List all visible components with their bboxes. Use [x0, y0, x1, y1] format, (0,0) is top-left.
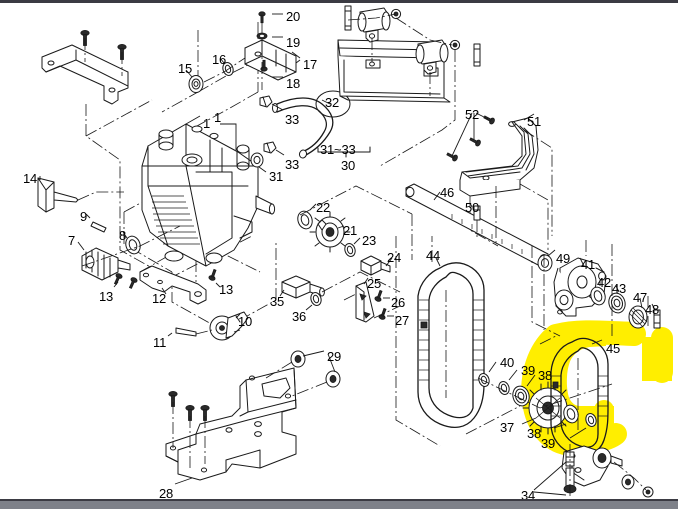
callout-label-45: 45: [606, 341, 621, 356]
svg-text:1: 1: [214, 110, 221, 125]
base-bracket-28: [165, 350, 341, 481]
washer-49: [537, 254, 553, 272]
callout-label-19: 19: [286, 35, 301, 50]
tensioner-34: [561, 444, 654, 500]
nut-29b: [325, 370, 341, 388]
callout-label-26: 26: [391, 295, 406, 310]
pin-50: [473, 205, 481, 221]
callout-label-28: 28: [159, 486, 174, 501]
callout-label-11: 11: [153, 335, 167, 350]
cam-10: [209, 311, 249, 341]
pin-9: [90, 221, 107, 233]
callout-label-18: 18: [286, 76, 301, 91]
washer-34b: [621, 474, 635, 490]
callout-label-29: 29: [327, 349, 342, 364]
callout-label-8: 8: [119, 228, 127, 243]
top-border: [0, 0, 678, 3]
callout-label-24: 24: [387, 250, 402, 265]
hose-32-assembly: [250, 95, 334, 168]
callout-label-20: 20: [286, 9, 301, 24]
callout-label-27: 27: [395, 313, 410, 328]
callout-label-33: 33: [285, 112, 300, 127]
fitting-24: [360, 255, 391, 276]
callout-label-23: 23: [362, 233, 377, 248]
roller-right: [415, 39, 449, 75]
upper-bracket-assembly: [41, 29, 129, 105]
seal-47: [628, 305, 648, 329]
callout-label-9: 9: [80, 209, 88, 224]
callout-label-31: 31: [269, 169, 284, 184]
callout-label-51: 51: [527, 114, 542, 129]
callout-label-47: 47: [633, 290, 648, 305]
callout-label-10: 10: [238, 314, 253, 329]
callout-label-46: 46: [440, 185, 455, 200]
pin-11: [175, 327, 197, 337]
callout-label-22: 22: [316, 200, 331, 215]
callout-label-21: 21: [343, 223, 358, 238]
callout-label-34: 34: [521, 488, 536, 503]
callout-label-1: 1: [203, 116, 211, 131]
callout-label-50: 50: [465, 200, 480, 215]
lever-12: [139, 265, 207, 305]
part-14-pin: [37, 177, 79, 213]
callout-label-44: 44: [426, 248, 441, 263]
sprocket-21: [309, 211, 351, 253]
chain-44: [417, 262, 485, 429]
callout-label-38: 38: [538, 368, 553, 383]
callout-label-37: 37: [500, 420, 515, 435]
nut-b: [449, 39, 461, 51]
plug-7: [81, 247, 131, 281]
callout-label-15: 15: [178, 61, 193, 76]
pin-48: [653, 309, 661, 329]
callout-label-36: 36: [292, 309, 307, 324]
callout-label-14: 14: [23, 171, 38, 186]
callout-label-25: 25: [367, 276, 382, 291]
callout-label-7: 7: [68, 233, 76, 248]
rail-assembly-top: [337, 5, 481, 167]
callout-label-39: 39: [541, 436, 556, 451]
callout-label-39: 39: [521, 363, 536, 378]
nut-29a: [290, 350, 306, 368]
chain-45: [550, 337, 609, 456]
callout-label-12: 12: [152, 291, 167, 306]
callout-label-13: 13: [219, 282, 234, 297]
link-25: [355, 281, 375, 323]
callout-label-40: 40: [500, 355, 515, 370]
callout-label-38: 38: [527, 426, 542, 441]
callout-label-16: 16: [212, 52, 227, 67]
callout-label-32: 32: [325, 95, 340, 110]
callout-label-35: 35: [270, 294, 285, 309]
callout-label-13: 13: [99, 289, 114, 304]
callout-label-52: 52: [465, 107, 480, 122]
callout-label-43: 43: [612, 281, 627, 296]
callout-label-48: 48: [645, 302, 660, 317]
bottom-border-line: [0, 499, 678, 501]
bushing-15: [188, 75, 204, 93]
sprocket-37: [522, 381, 574, 435]
roller-left: [357, 7, 391, 43]
callout-label-31_33: 31~33: [320, 142, 356, 157]
mount-plate-17-assembly: [244, 11, 297, 90]
callout-label-33: 33: [285, 157, 300, 172]
callout-label-17: 17: [303, 57, 318, 72]
callout-label-41: 41: [581, 257, 596, 272]
callout-label-49: 49: [556, 251, 571, 266]
callout-label-30: 30: [341, 158, 356, 173]
callout-label-42: 42: [597, 275, 612, 290]
bottom-border: [0, 501, 678, 509]
